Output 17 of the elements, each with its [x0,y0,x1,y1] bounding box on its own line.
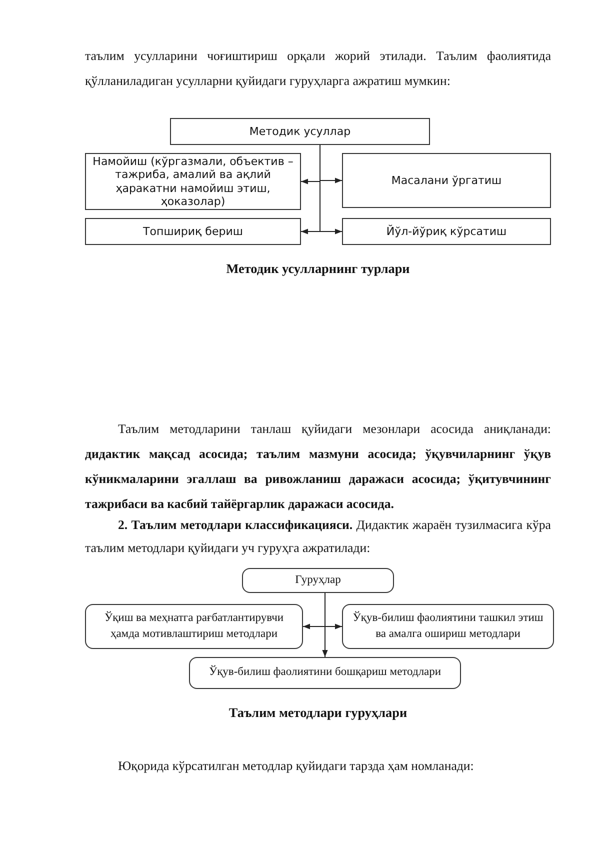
process-box: Ўқиш ва меҳнатга рағбатлантирувчи ҳамда мотивлаштириш методлари [85,604,303,649]
body-paragraph: Юқорида кўрсатилган методлар қуйидаги тарзда ҳам номланади: [117,758,475,775]
process-box: Методик усуллар [170,118,430,145]
process-box: Йўл-йўриқ кўрсатиш [342,218,551,245]
figure-caption: Таълим методлари гуруҳлари [228,705,408,721]
process-box: Ўқув-билиш фаолиятини ташкил этиш ва амалга ошириш методлари [342,604,554,649]
process-box: Гуруҳлар [242,568,394,593]
body-paragraph: таълим усулларини чоғиштириш орқали жорий этилади. Таълим фаолиятида қўлланиладиган усулларни қуйидаги гуруҳларга ажратиш мумкин: [85,48,551,90]
connector-arrow [320,144,342,234]
process-box: Масалани ўргатиш [342,153,551,208]
body-paragraph: Таълим методларини танлаш қуйидаги мезонлари асосида аниқланади: дидактик мақсад асосида; таълим мазмуни асосида; ўқувчиларнинг ўқув кўникмаларини эгаллаш ва ривожланиш даражаси асосида; ўқитувчининг тажрибаси ва касбий тайёргарлик даражаси асосида. [85,421,551,513]
process-box: Топшириқ бериш [85,218,301,245]
figure-caption: Методик усулларнинг турлари [225,261,411,277]
connector-arrow [322,592,328,658]
body-paragraph: 2. Таълим методлари классификацияси. Дидактик жараён тузилмасига кўра таълим методлари қуйидаги уч гуруҳга ажратилади: [85,517,551,557]
process-box: Ўқув-билиш фаолиятини бошқариш методлари [189,657,461,689]
process-box: Намойиш (кўргазмали, объектив – тажриба, амалий ва ақлий ҳаракатни намойиш этиш, ҳоказолар) [85,153,301,210]
